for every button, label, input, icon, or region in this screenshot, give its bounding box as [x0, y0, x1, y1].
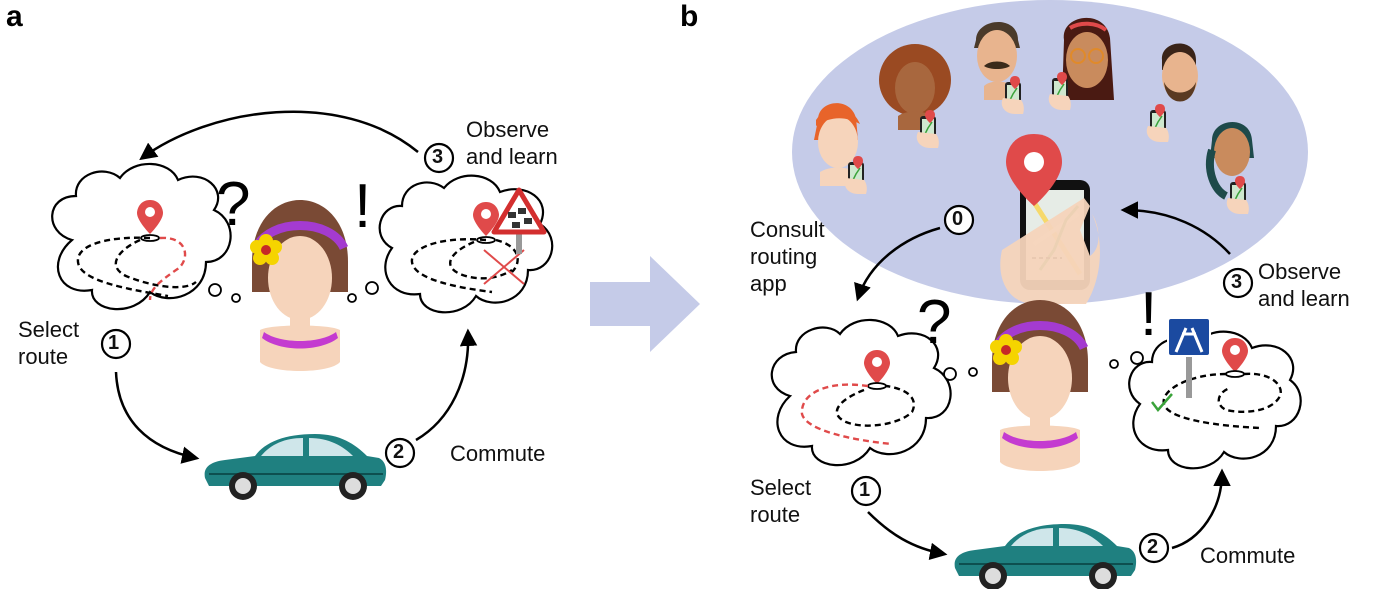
step-label: Select route — [18, 317, 80, 369]
person-avatar-icon — [1205, 121, 1254, 215]
step-label: Commute — [1200, 543, 1296, 568]
step-number: 3 — [432, 146, 444, 168]
thought-cloud-icon — [1128, 330, 1302, 470]
checkmark-icon — [1151, 393, 1173, 412]
person-avatar-icon — [1047, 17, 1114, 111]
person-avatar-icon — [974, 21, 1025, 115]
step-number: 2 — [1147, 536, 1159, 558]
step-label: Observe and learn — [1258, 259, 1350, 311]
warning-sign-icon — [491, 187, 547, 254]
transition-arrow — [590, 256, 700, 352]
exclamation-mark: ! — [354, 172, 372, 241]
thought-cloud-icon — [378, 174, 554, 314]
phone-map-icon — [1000, 134, 1100, 304]
car-icon — [203, 433, 388, 501]
question-mark: ? — [917, 288, 952, 357]
person-avatar-icon — [879, 44, 951, 149]
exclamation-mark: ! — [1140, 280, 1158, 349]
step-label: Commute — [450, 441, 546, 466]
person-avatar-icon — [814, 103, 868, 195]
step-label: Observe and learn — [466, 117, 558, 169]
step-number: 1 — [108, 332, 120, 354]
person-avatar-icon — [1145, 43, 1198, 143]
motorway-sign-icon — [1167, 317, 1211, 398]
step-number: 2 — [393, 441, 405, 463]
person-avatar-icon — [250, 200, 348, 371]
panel-a — [51, 110, 554, 501]
panel-b-letter: b — [680, 0, 699, 33]
question-mark: ? — [216, 170, 251, 239]
step-number: 3 — [1231, 271, 1243, 293]
car-icon — [953, 523, 1138, 591]
step-label: Consult routing app — [750, 217, 825, 296]
panel-b — [770, 0, 1308, 591]
person-avatar-icon — [990, 300, 1088, 471]
panel-a-letter: a — [6, 0, 23, 33]
step-number: 1 — [859, 479, 871, 501]
step-label: Select route — [750, 475, 812, 527]
step-number: 0 — [952, 208, 964, 230]
